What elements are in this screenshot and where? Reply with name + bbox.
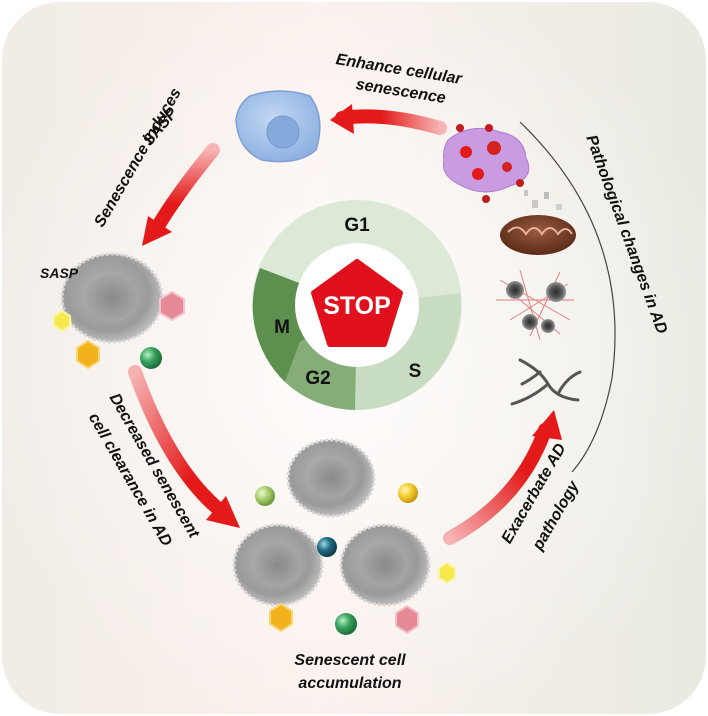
- stop-label: STOP: [323, 292, 391, 320]
- arrow-decreased-clearance: [128, 365, 229, 519]
- phase-g1-label: G1: [344, 215, 370, 236]
- plaque-icon-2: [546, 282, 566, 302]
- phase-s-label: S: [409, 361, 422, 382]
- mito-fragment-2: [544, 192, 549, 199]
- accum-green-ball: [335, 613, 357, 635]
- normal-cell: [235, 90, 321, 163]
- accumulation-group: [232, 438, 456, 635]
- cytokine-icon-8: [482, 195, 490, 203]
- mito-fragment-4: [524, 190, 528, 196]
- phase-m-label: M: [274, 317, 290, 338]
- sasp-yellow-hexagon: [53, 309, 71, 333]
- sasp-cell-nucleus: [85, 274, 139, 322]
- arrow-exacerbate-pathology: [443, 423, 552, 545]
- mito-fragment-3: [556, 204, 562, 210]
- phase-g2-label: G2: [305, 368, 330, 389]
- cytokine-icon-4: [502, 162, 512, 172]
- sasp-green-ball: [140, 347, 162, 369]
- mitochondria-icon: [500, 215, 576, 255]
- cycle-arrows: [128, 104, 562, 545]
- mito-fragment-1: [532, 200, 538, 208]
- label-sasp: SASP: [40, 265, 79, 281]
- sasp-pink-hexagon: [159, 290, 185, 322]
- accum-cell-top-nucleus: [308, 458, 354, 498]
- stop-pentagon: [311, 259, 403, 347]
- arrow-decreased-clearance-head: [206, 496, 240, 528]
- neuron-icon: [510, 358, 582, 406]
- accum-teal-ball: [317, 537, 337, 557]
- cytokine-icon-3: [472, 168, 484, 180]
- cytokine-icon-7: [516, 179, 524, 187]
- plaque-icon-4: [541, 319, 555, 333]
- accum-lime-ball: [255, 486, 275, 506]
- plaque-icon-3: [522, 314, 538, 330]
- accum-orange-hexagon: [269, 602, 293, 633]
- label-accum-2: accumulation: [298, 675, 401, 692]
- label-accum-1: Senescent cell: [294, 652, 406, 669]
- sasp-orange-hexagon: [76, 339, 100, 370]
- arrow-enhance-senescence-head: [330, 104, 354, 134]
- cytokine-icon-6: [485, 124, 493, 132]
- microglia-icon: [442, 127, 530, 193]
- cytokine-icon-1: [460, 146, 472, 158]
- plaque-icon-1: [506, 281, 524, 299]
- normal-cell-nucleus: [266, 115, 300, 149]
- accum-cell-left-nucleus: [254, 543, 302, 587]
- pathology-divider-arc: [519, 121, 616, 473]
- arrow-exacerbate-pathology-head: [532, 410, 562, 440]
- arrow-induces-sasp: [151, 143, 220, 233]
- plaque-fibrils: [496, 269, 574, 341]
- pathology-group: [442, 121, 616, 473]
- cytokine-icon-2: [487, 141, 501, 155]
- cell-cycle: STOP G1 S G2 M: [252, 200, 462, 411]
- cytokine-icon-5: [456, 124, 464, 132]
- accum-yellow-ball: [398, 483, 418, 503]
- sasp-cell-group: [53, 252, 185, 370]
- accum-yellow-hexagon: [438, 561, 456, 585]
- arrow-induces-sasp-head: [142, 216, 172, 246]
- mitochondria-cristae: [507, 226, 573, 236]
- accum-pink-hexagon: [395, 604, 419, 635]
- accum-cell-right-nucleus: [361, 543, 409, 587]
